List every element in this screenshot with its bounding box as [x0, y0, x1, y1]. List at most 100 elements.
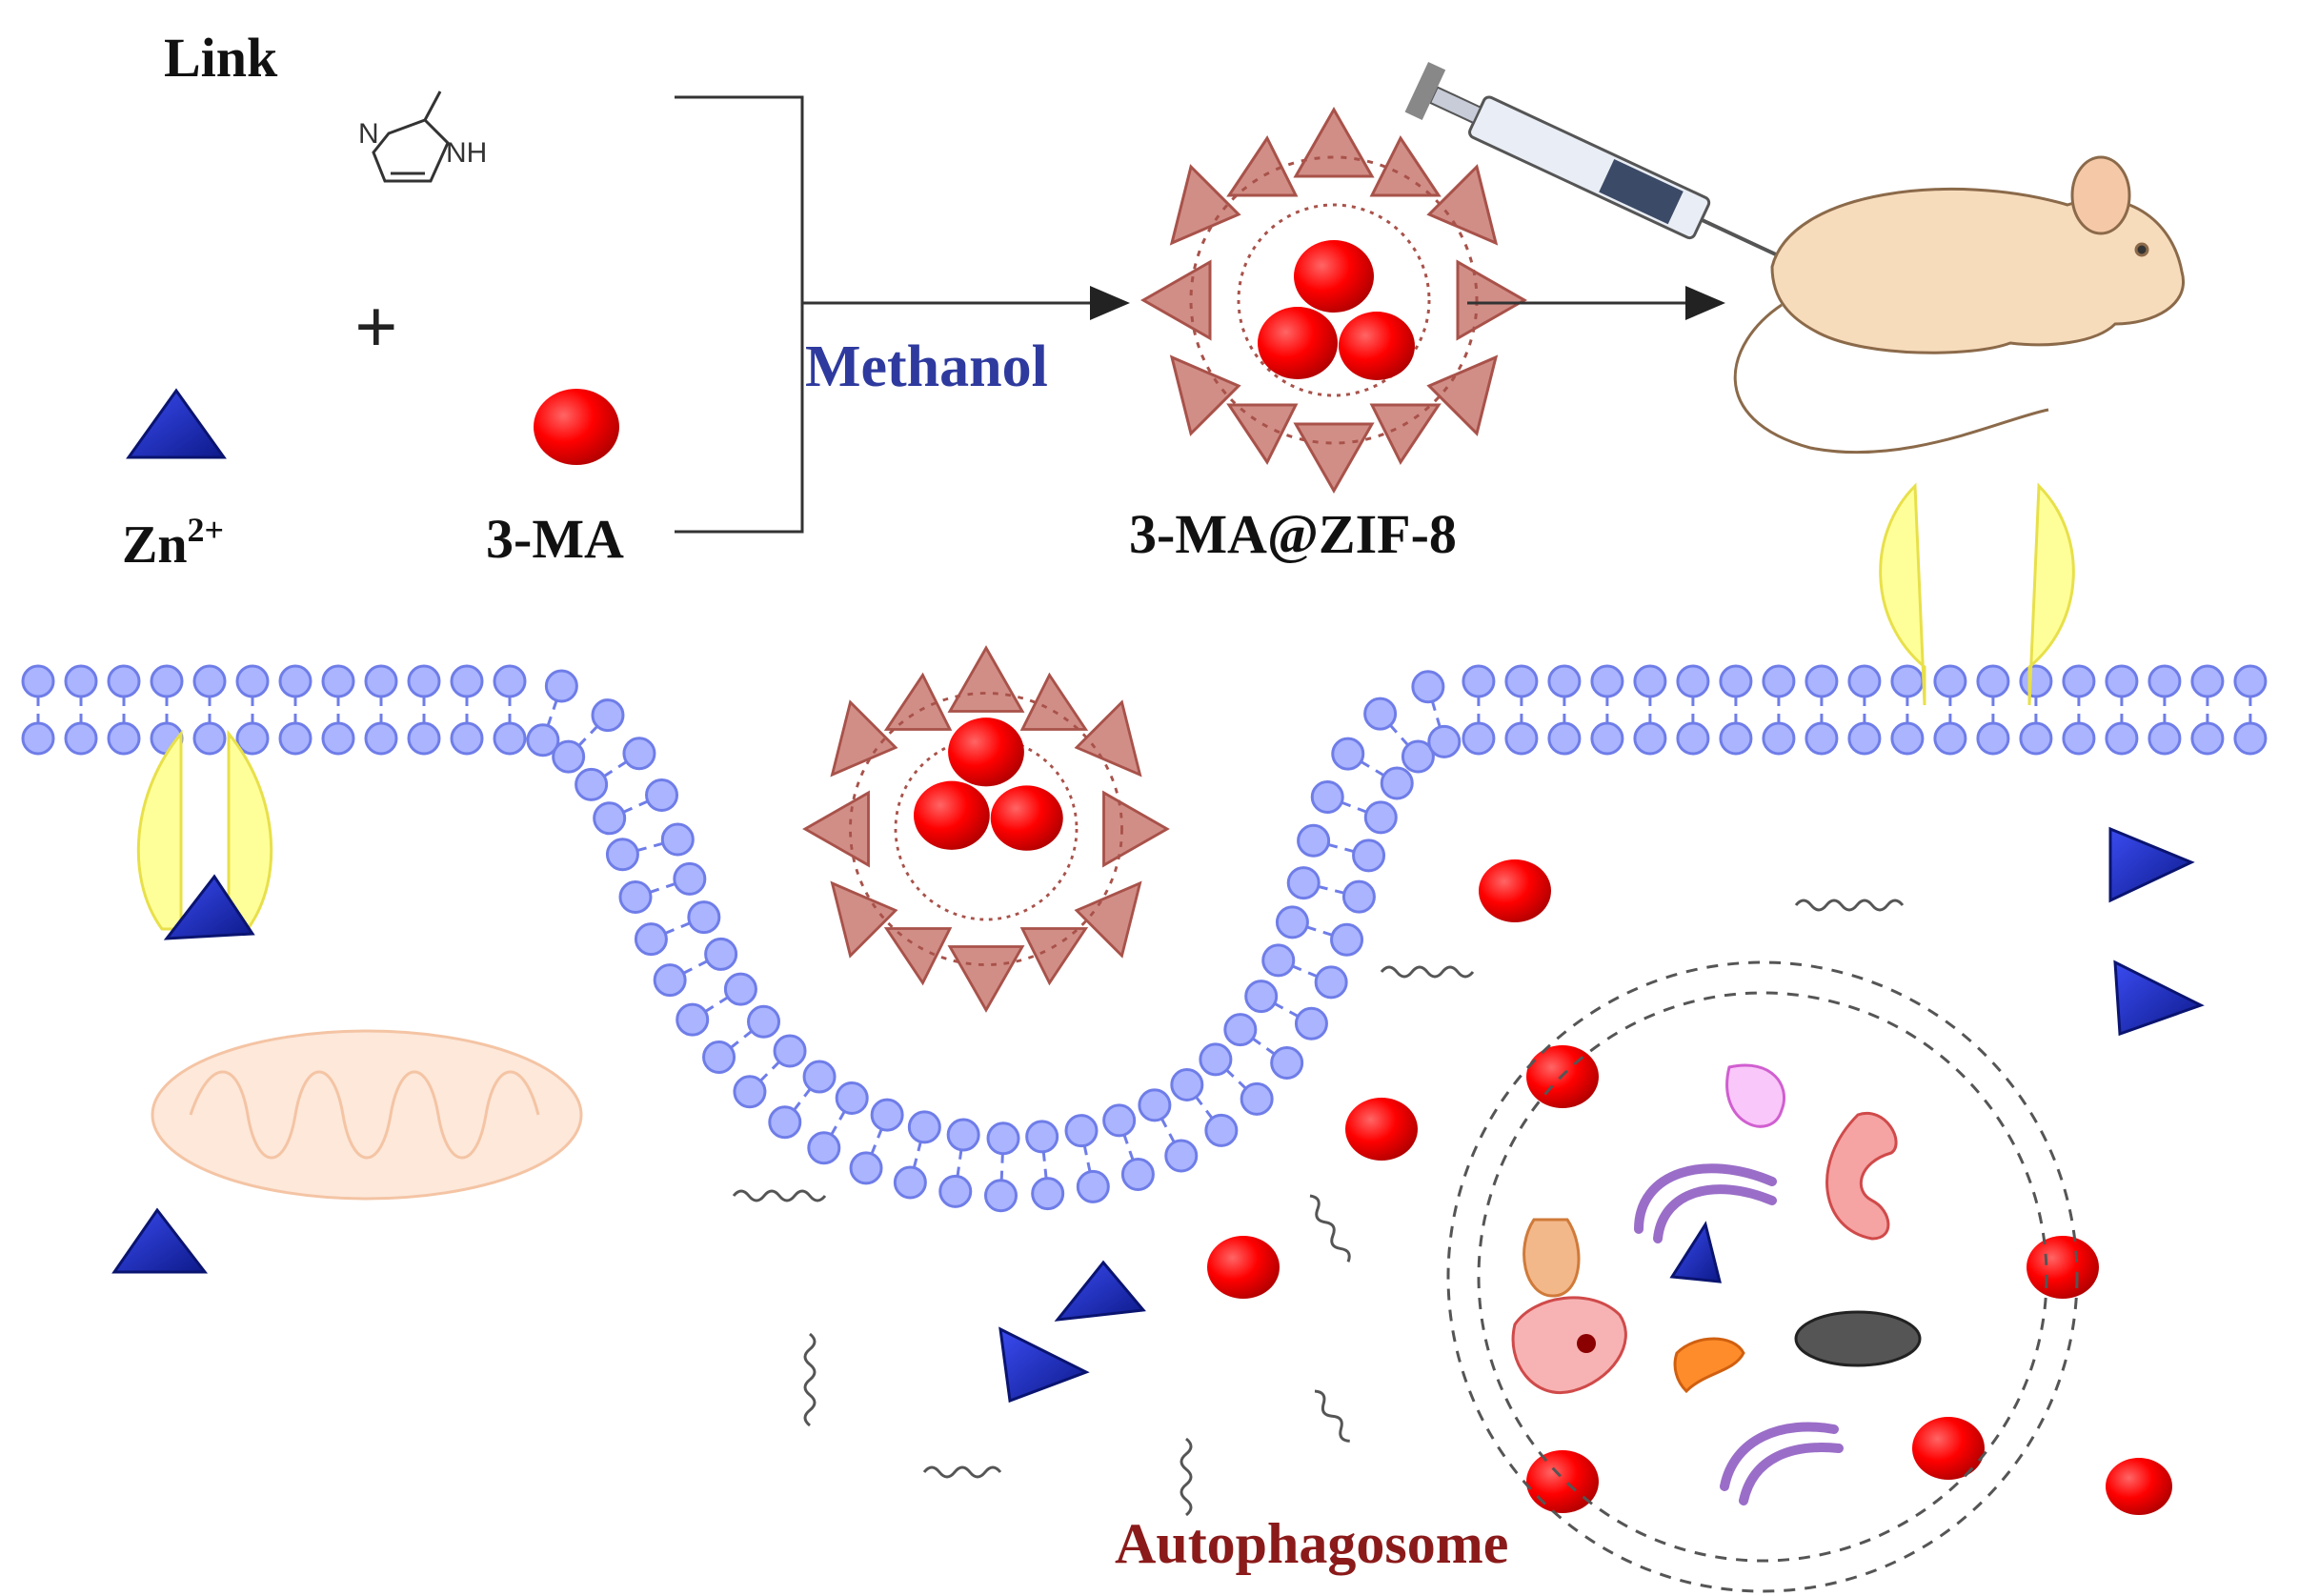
lipid-head	[605, 838, 639, 872]
reaction-bracket	[675, 95, 1130, 534]
lipid-head	[1411, 670, 1445, 704]
lipid-head	[407, 721, 441, 756]
lipid-head	[544, 669, 578, 703]
lipid-head	[1933, 664, 1967, 698]
lipid-head	[1297, 823, 1331, 858]
syringe-icon	[1404, 61, 1789, 262]
lipid-head	[1805, 664, 1839, 698]
lipid-head	[946, 1118, 980, 1152]
lipid-head	[733, 1075, 767, 1109]
lipid-head	[2148, 721, 2182, 756]
lipid-head	[1341, 879, 1376, 914]
lipid-head	[107, 664, 141, 698]
solvent-label: Methanol	[805, 334, 1048, 399]
lipid-head	[768, 1105, 802, 1140]
lipid-head	[747, 1004, 781, 1039]
lipid-head	[1590, 721, 1624, 756]
zinc-ion-triangle	[126, 388, 227, 459]
lipid-head	[1031, 1177, 1065, 1211]
lipid-head	[593, 801, 627, 836]
lipid-head	[1762, 721, 1796, 756]
lipid-head	[407, 664, 441, 698]
lipid-head	[1890, 721, 1925, 756]
zif8-framework-endocytosed	[803, 646, 1169, 1012]
lipid-head	[2233, 721, 2268, 756]
cell-membrane	[21, 664, 2268, 1213]
lipid-head	[1676, 664, 1710, 698]
lipid-head	[1363, 800, 1398, 835]
lipid-head	[849, 1151, 883, 1185]
lipid-head	[364, 664, 398, 698]
lipid-head	[1547, 664, 1582, 698]
lipid-head	[907, 1110, 941, 1144]
lipid-head	[1270, 1045, 1304, 1080]
imidazole-nh-label: NH	[446, 137, 487, 169]
zinc-ion-in-channel	[163, 874, 255, 940]
lipid-head	[1805, 721, 1839, 756]
lipid-head	[2019, 664, 2053, 698]
lipid-head	[107, 721, 141, 756]
lipid-head	[591, 698, 625, 733]
lipid-head	[64, 721, 98, 756]
lipid-head	[1199, 1042, 1233, 1077]
mouse-icon	[1733, 155, 2185, 455]
lipid-head	[938, 1174, 973, 1208]
lipid-head	[645, 778, 679, 812]
lipid-head	[21, 664, 55, 698]
lipid-head	[723, 972, 757, 1006]
lipid-head	[1294, 1006, 1328, 1040]
lipid-head	[634, 922, 668, 957]
lipid-head	[1164, 1139, 1199, 1173]
lipid-head	[1462, 664, 1496, 698]
lipid-head	[1204, 1113, 1239, 1147]
lipid-head	[1223, 1013, 1258, 1047]
autophagosome-label: Autophagosome	[1115, 1512, 1508, 1575]
lipid-head	[1976, 664, 2010, 698]
lipid-head	[321, 721, 355, 756]
lipid-head	[2062, 664, 2096, 698]
lipid-head	[1138, 1088, 1172, 1122]
lipid-head	[702, 1040, 736, 1075]
autophagosome	[1446, 960, 2079, 1593]
lipid-head	[1890, 664, 1925, 698]
lipid-head	[653, 963, 687, 998]
lipid-head	[278, 721, 313, 756]
lipid-head	[1547, 721, 1582, 756]
lipid-head	[235, 664, 270, 698]
lipid-head	[704, 937, 738, 971]
lipid-head	[870, 1098, 904, 1132]
lipid-head	[1314, 965, 1348, 1000]
lipid-head	[1275, 905, 1309, 939]
lipid-head	[773, 1034, 807, 1068]
lipid-head	[321, 664, 355, 698]
lipid-head	[526, 723, 560, 758]
lipid-head	[984, 1179, 1018, 1213]
lipid-head	[660, 822, 695, 857]
lipid-head	[1170, 1067, 1204, 1101]
lipid-head	[450, 664, 484, 698]
lipid-head	[1847, 721, 1882, 756]
lipid-head	[1120, 1158, 1155, 1192]
linker-label: Link	[164, 27, 278, 89]
lipid-head	[1427, 724, 1462, 758]
lipid-head	[1102, 1103, 1137, 1138]
lipid-head	[2105, 664, 2139, 698]
lipid-head	[687, 900, 721, 935]
lipid-head	[1401, 739, 1435, 774]
lipid-head	[622, 737, 656, 771]
lipid-head	[192, 721, 227, 756]
lipid-head	[893, 1165, 927, 1200]
lipid-head	[1590, 664, 1624, 698]
lipid-head	[1976, 721, 2010, 756]
lipid-head	[1352, 838, 1386, 873]
lipid-head	[1310, 779, 1344, 814]
lipid-head	[493, 664, 527, 698]
lipid-head	[1025, 1120, 1059, 1154]
lipid-head	[1076, 1169, 1110, 1203]
lipid-head	[1676, 721, 1710, 756]
lipid-head	[1331, 737, 1365, 771]
lipid-head	[1380, 766, 1414, 800]
lipid-head	[1847, 664, 1882, 698]
zinc-ions	[111, 826, 2205, 1404]
